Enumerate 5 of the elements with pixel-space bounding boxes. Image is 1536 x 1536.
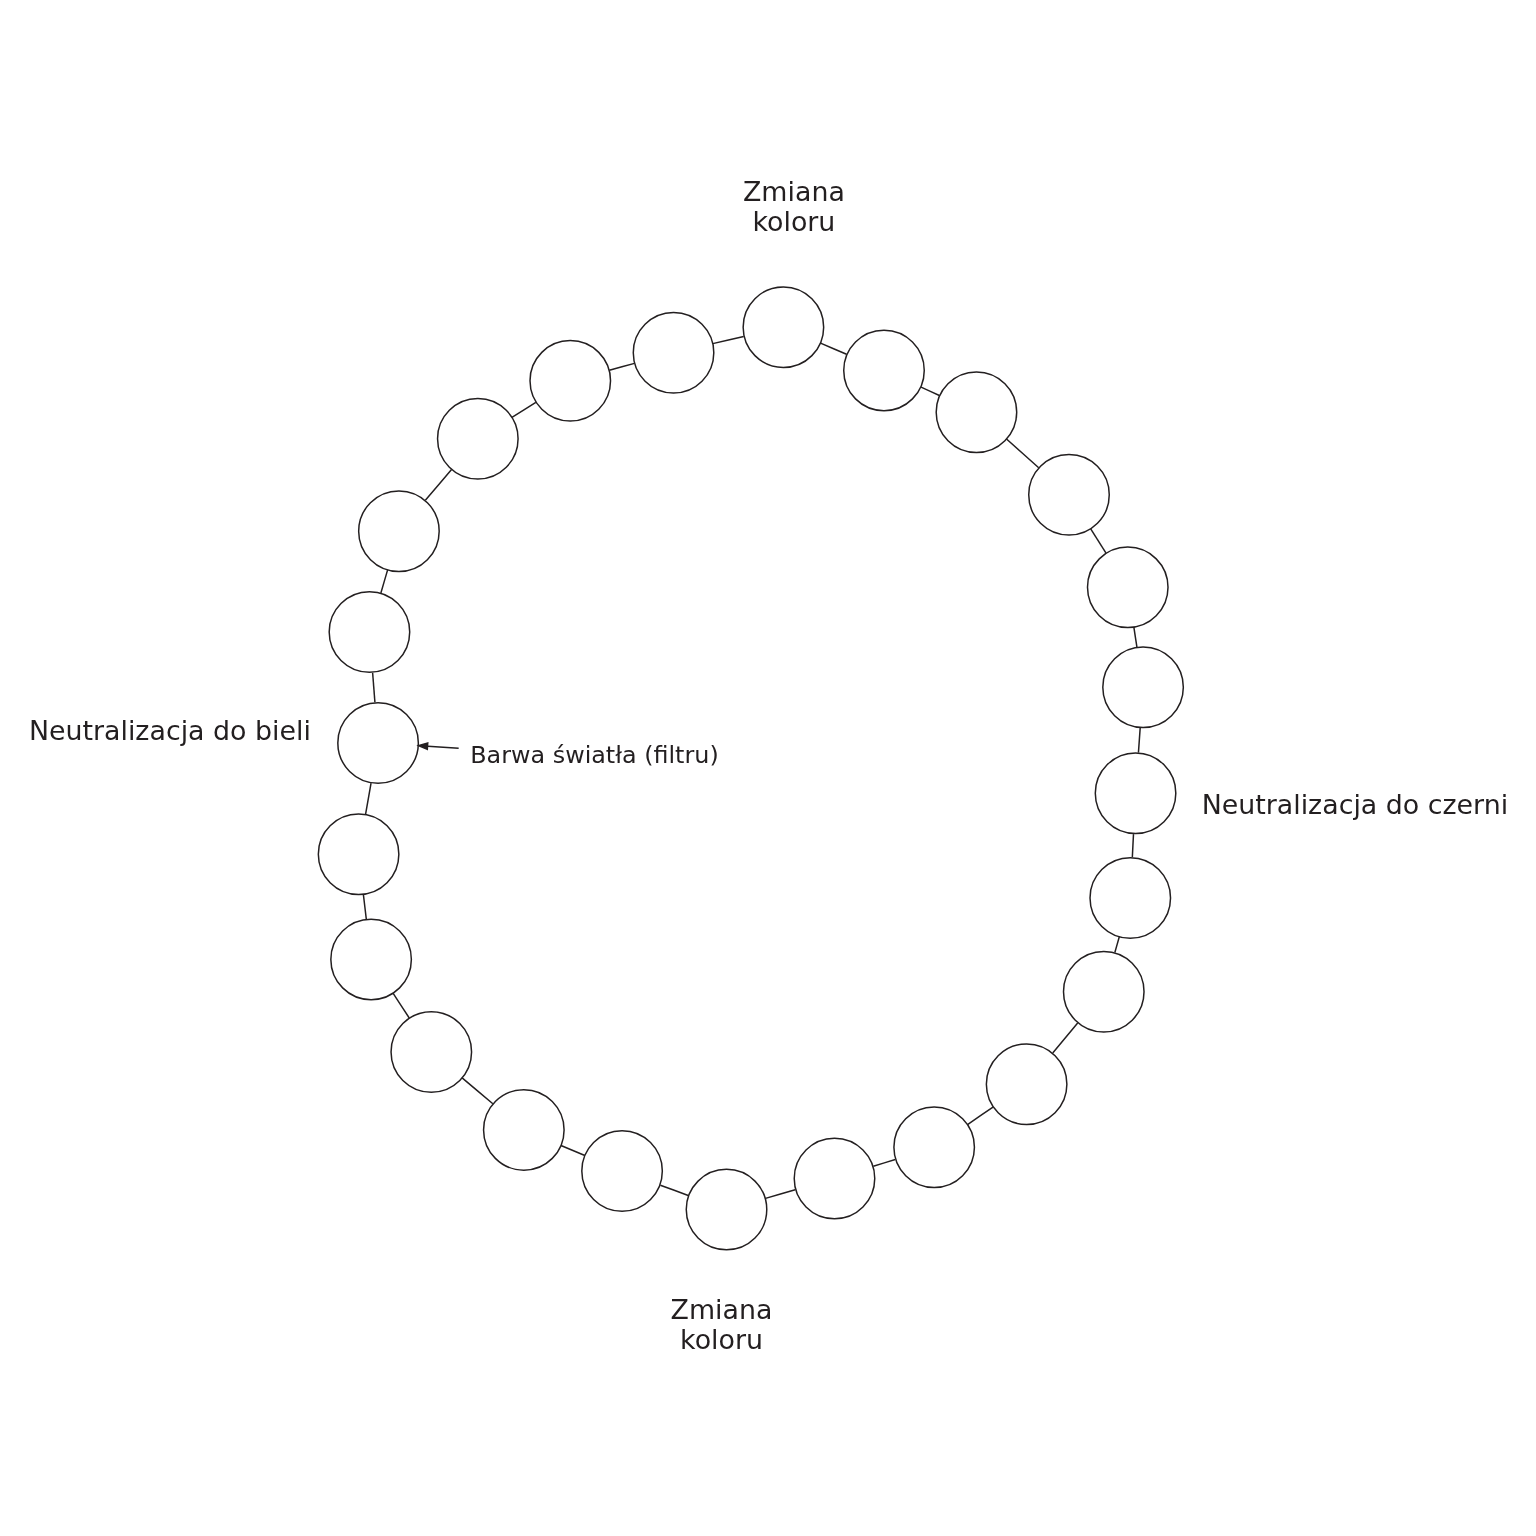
label: Neutralizacja do bieli — [28, 714, 311, 746]
node-text: Barwa światła (filtru) — [470, 740, 719, 769]
label: Zmiana koloru — [742, 175, 845, 237]
label: Neutralizacja do czerni — [1201, 788, 1509, 820]
label: Zmiana koloru — [670, 1293, 773, 1355]
